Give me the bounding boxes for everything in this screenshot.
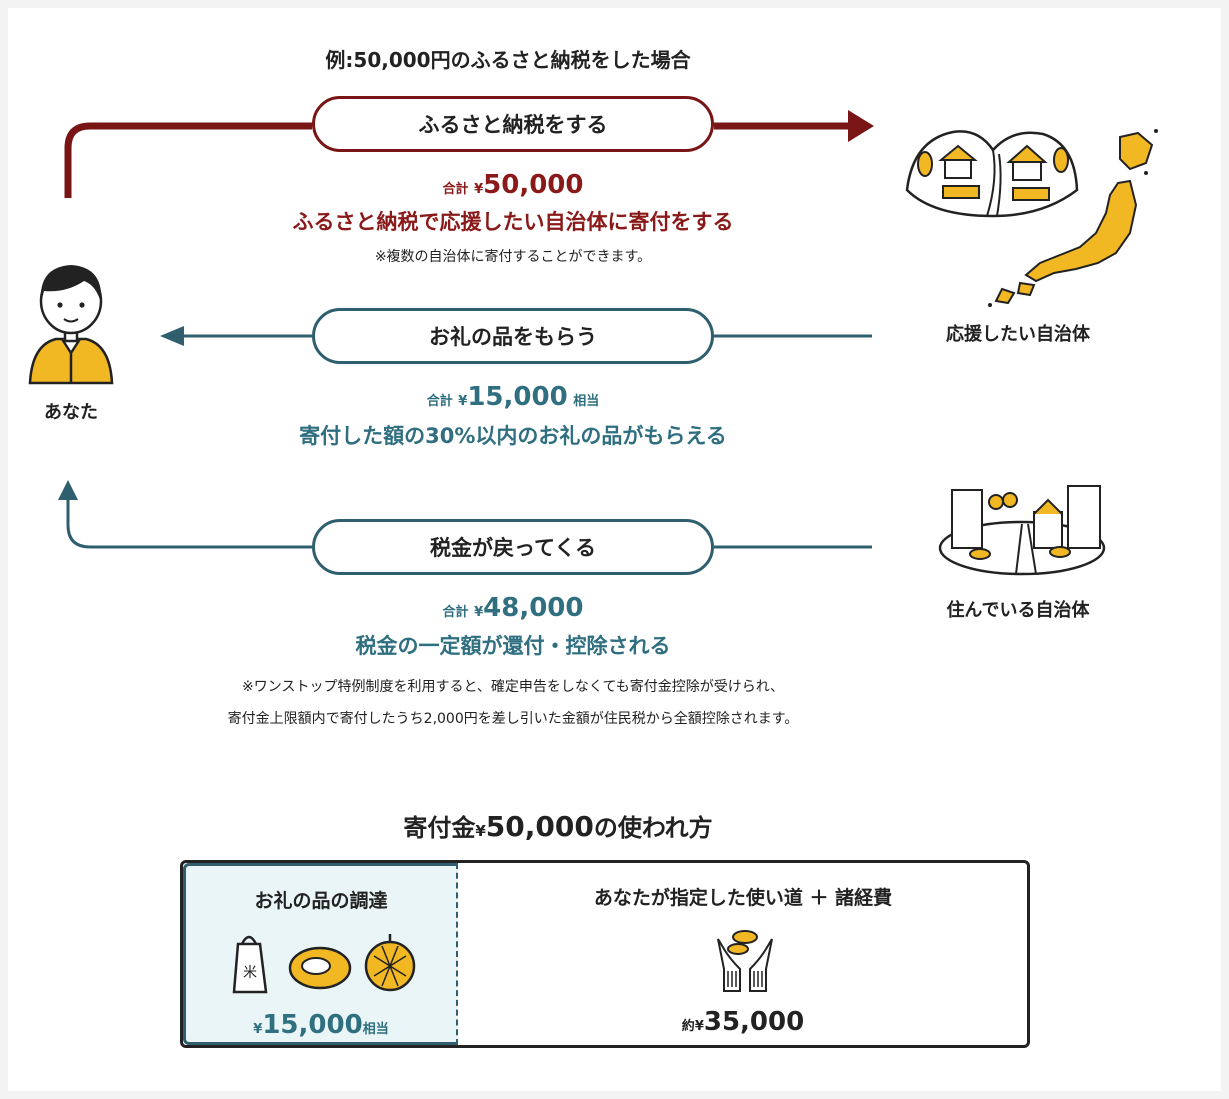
red-arrow-left-segment [64, 122, 312, 198]
step2-desc: 寄付した額の30%以内のお礼の品がもらえる [299, 424, 727, 448]
usage-gift-amount: ¥15,000相当 [186, 1010, 456, 1040]
usage-purpose-title: あなたが指定した使い道 ＋ 諸経費 [593, 887, 893, 909]
step1-amount: 50,000 [483, 170, 584, 200]
svg-text:米: 米 [243, 965, 257, 981]
village-illustration-icon [905, 130, 1079, 218]
step1-total: 合計 ¥50,000 [308, 170, 718, 200]
city-illustration-icon [938, 485, 1106, 576]
usage-title-prefix: 寄付金 [403, 814, 476, 842]
japan-map-icon [988, 129, 1158, 307]
usage-box: お礼の品の調達 米 ¥15,000相当 あなたが指定した使い道 ＋ 諸経費 [180, 860, 1030, 1048]
gift-items-icon: 米 [232, 934, 416, 994]
teal-arrowhead-middle [160, 326, 184, 346]
example-title: 例:50,000円のふるさと納税をした場合 [325, 48, 691, 72]
step2-amount: 15,000 [467, 382, 568, 412]
step3-yen: ¥ [474, 605, 484, 620]
usage-title-suffix: の使われ方 [593, 814, 713, 842]
step1-total-prefix: 合計 [442, 182, 469, 197]
usage-gift-title: お礼の品の調達 [254, 890, 388, 912]
step3-note-2: 寄付金上限額内で寄付したうち2,000円を差し引いた金額が住民税から全額控除され… [227, 711, 799, 727]
step2-total-prefix: 合計 [426, 394, 453, 409]
usage-gift-panel: お礼の品の調達 米 ¥15,000相当 [183, 863, 458, 1045]
usage-purpose-amount: 約¥35,000 [458, 1007, 1027, 1037]
usage-gift-yen: ¥ [253, 1022, 263, 1037]
flow-arrows [58, 110, 874, 549]
step3-pill: 税金が戻ってくる [312, 519, 714, 575]
hands-coins-icon [717, 930, 773, 992]
step2-pill: お礼の品をもらう [312, 308, 714, 364]
step2-yen: ¥ [458, 394, 468, 409]
teal-arrow3-left-segment [66, 496, 312, 549]
usage-purpose-prefix: 約 [681, 1019, 695, 1034]
teal-arrowhead-bottom [58, 480, 78, 500]
person-avatar-icon [28, 265, 114, 385]
step3-desc: 税金の一定額が還付・控除される [355, 634, 671, 658]
diagram-frame: 例:50,000円のふるさと納税をした場合 あなた ふるさと納税をする 合計 ¥… [8, 8, 1221, 1091]
usage-yen: ¥ [475, 822, 486, 840]
municipality-support-label: 応援したい自治体 [946, 324, 1090, 345]
step3-amount: 48,000 [483, 593, 584, 623]
step2-total: 合計 ¥15,000 相当 [308, 382, 718, 412]
step1-note: ※複数の自治体に寄付することができます。 [374, 249, 652, 265]
usage-gift-value: 15,000 [262, 1010, 363, 1040]
red-arrowhead [848, 110, 874, 142]
step2-suffix: 相当 [573, 394, 600, 409]
step1-yen: ¥ [474, 182, 484, 197]
usage-purpose-yen: ¥ [694, 1019, 704, 1034]
step2-label: お礼の品をもらう [429, 325, 597, 349]
step1-label: ふるさと納税をする [418, 113, 608, 137]
you-label: あなた [44, 402, 98, 423]
usage-gift-suffix: 相当 [362, 1022, 389, 1037]
step1-desc: ふるさと納税で応援したい自治体に寄付をする [292, 210, 734, 234]
step1-pill: ふるさと納税をする [312, 96, 714, 152]
step3-total: 合計 ¥48,000 [308, 593, 718, 623]
step3-total-prefix: 合計 [442, 605, 469, 620]
usage-amount: 50,000 [485, 810, 594, 843]
step3-note-1: ※ワンストップ特例制度を利用すると、確定申告をしなくても寄付金控除が受けられ、 [242, 679, 784, 695]
usage-title: 寄付金¥50,000の使われ方 [308, 808, 808, 843]
step3-label: 税金が戻ってくる [430, 536, 596, 560]
municipality-home-label: 住んでいる自治体 [946, 600, 1090, 621]
usage-purpose-panel: あなたが指定した使い道 ＋ 諸経費 約¥35,000 [458, 863, 1027, 1045]
usage-purpose-value: 35,000 [703, 1007, 805, 1037]
